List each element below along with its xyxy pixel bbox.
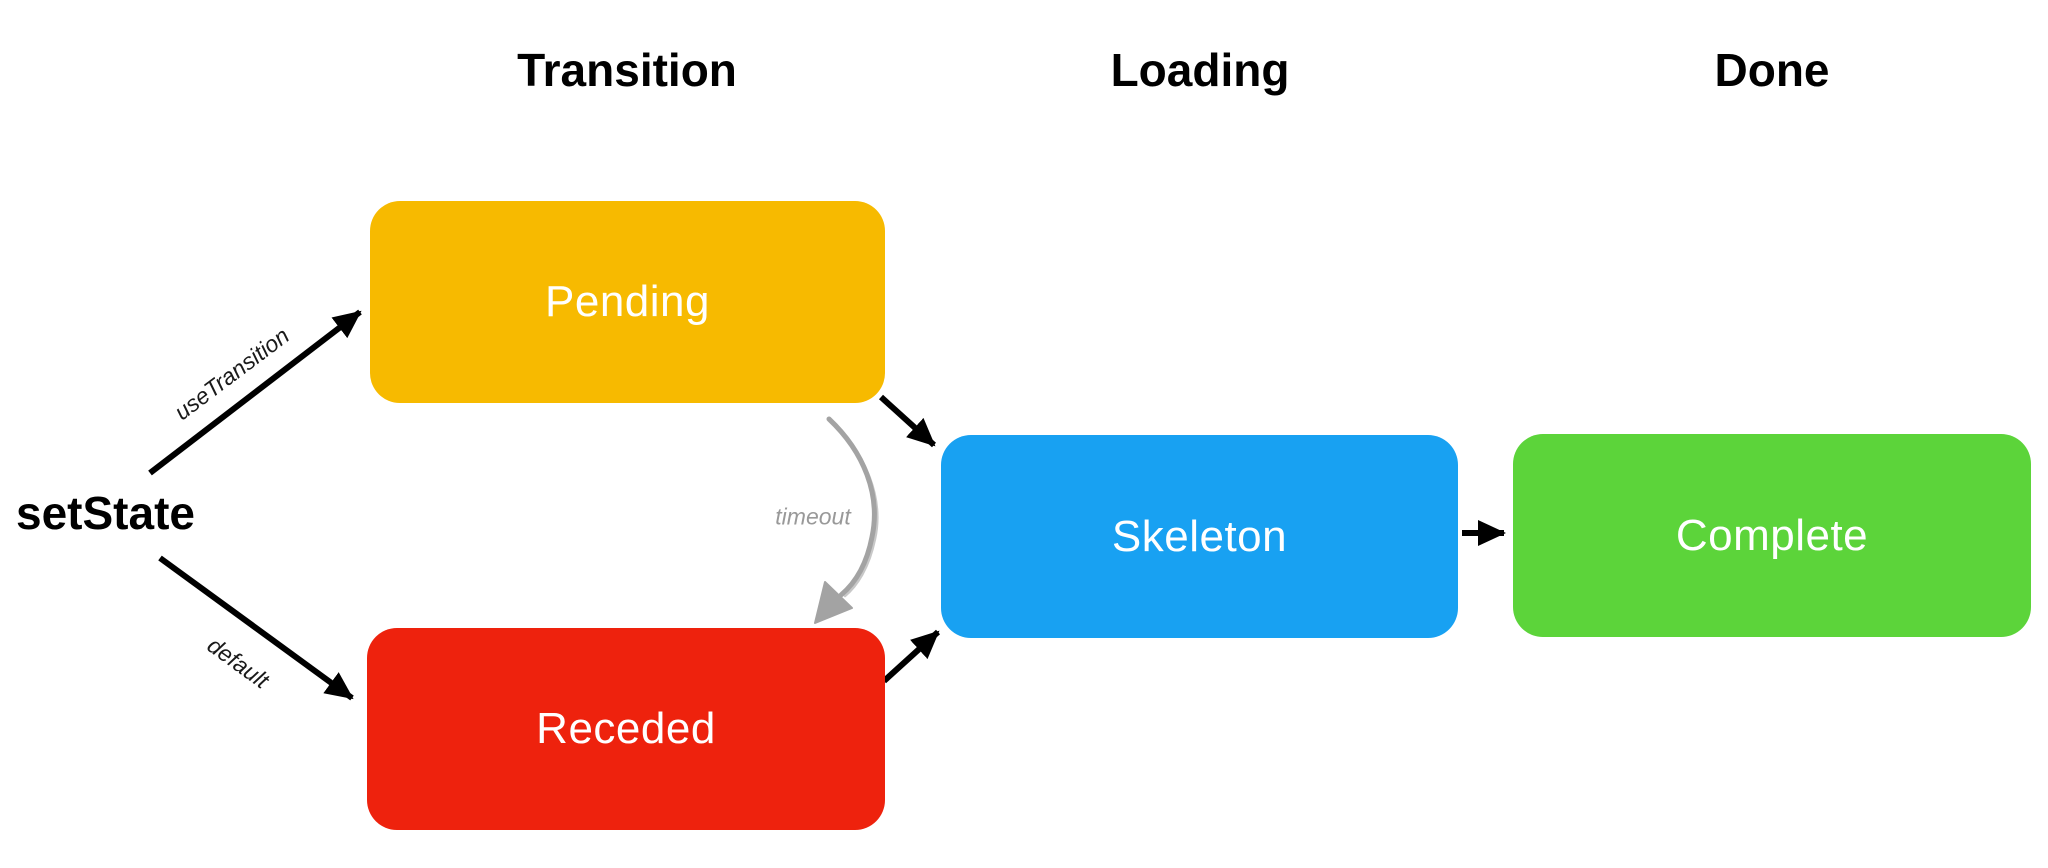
- edge-label-default: default: [202, 631, 274, 694]
- node-pending: Pending: [370, 201, 885, 403]
- timeout-arrowhead: [814, 581, 853, 624]
- node-receded: Receded: [367, 628, 885, 830]
- edge-label-usetransition: useTransition: [169, 322, 294, 426]
- node-skeleton: Skeleton: [941, 435, 1458, 638]
- arrow-setstate-to-pending: [148, 309, 362, 476]
- arrow-pending-to-skeleton: [878, 394, 937, 448]
- node-complete-label: Complete: [1675, 510, 1869, 560]
- column-header-loading: Loading: [1110, 44, 1290, 96]
- node-pending-label: Pending: [545, 277, 710, 326]
- node-receded-label: Receded: [536, 704, 716, 753]
- edge-label-timeout: timeout: [775, 503, 851, 530]
- arrow-receded-to-skeleton: [881, 629, 941, 684]
- column-header-transition: Transition: [517, 44, 737, 96]
- setstate-label: setState: [16, 487, 195, 539]
- node-complete: Complete: [1513, 434, 2031, 637]
- node-skeleton-label: Skeleton: [1111, 511, 1288, 561]
- column-header-done: Done: [1714, 44, 1830, 96]
